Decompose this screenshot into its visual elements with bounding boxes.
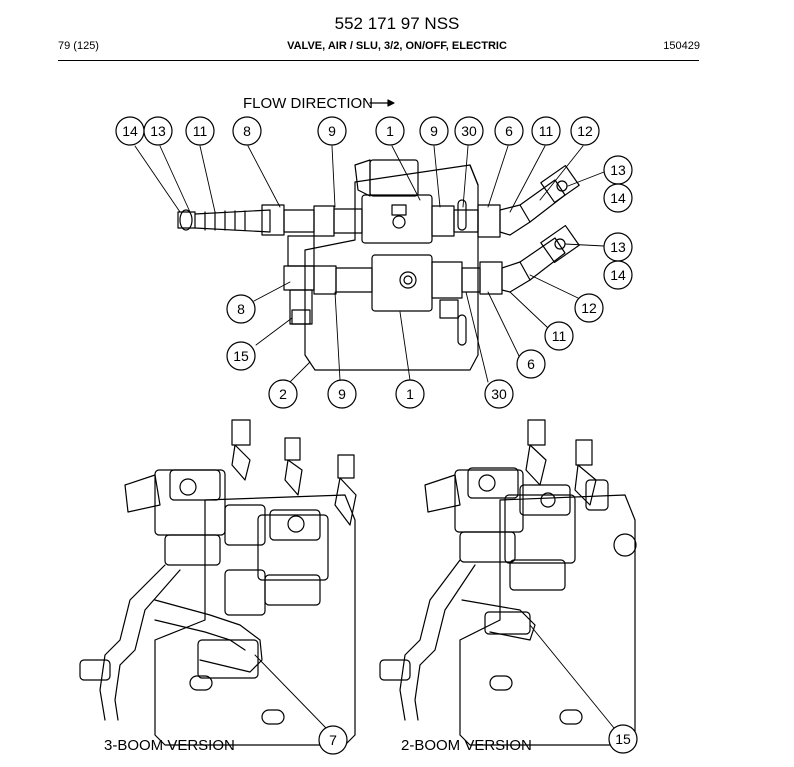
- callout-12-right: 12: [574, 293, 604, 323]
- svg-text:14: 14: [610, 190, 626, 206]
- callout-15-2-boom: 15: [608, 724, 638, 754]
- callout-15-left: 15: [226, 341, 256, 371]
- callout-14-top-left: 14: [115, 116, 145, 146]
- header-rule: [58, 60, 699, 61]
- flow-direction-arrow: [369, 99, 395, 107]
- callout-11-top-right: 11: [531, 116, 561, 146]
- svg-text:9: 9: [338, 386, 346, 402]
- svg-text:13: 13: [150, 123, 166, 139]
- callout-7-3-boom: 7: [318, 725, 348, 755]
- callout-1-top: 1: [375, 116, 405, 146]
- flow-direction-label: FLOW DIRECTION: [243, 95, 373, 112]
- svg-text:11: 11: [193, 123, 208, 139]
- leader-lines: [134, 145, 615, 729]
- callout-6-right: 6: [516, 349, 546, 379]
- top-valve-assembly: [177, 159, 580, 371]
- callout-14-right-upper: 14: [603, 183, 633, 213]
- page-number: 79 (125): [58, 40, 99, 52]
- callout-14-right-lower: 14: [603, 260, 633, 290]
- svg-text:12: 12: [581, 300, 597, 316]
- callout-13-right-lower: 13: [603, 232, 633, 262]
- document-subtitle: VALVE, AIR / SLU, 3/2, ON/OFF, ELECTRIC: [287, 40, 507, 52]
- callout-8-left: 8: [226, 294, 256, 324]
- svg-text:9: 9: [430, 123, 438, 139]
- callout-8-top: 8: [232, 116, 262, 146]
- callout-11-right: 11: [544, 321, 574, 351]
- svg-text:11: 11: [552, 328, 567, 344]
- svg-text:14: 14: [122, 123, 138, 139]
- document-code: 150429: [663, 40, 700, 52]
- svg-text:1: 1: [406, 386, 414, 402]
- svg-text:8: 8: [243, 123, 251, 139]
- svg-text:15: 15: [233, 348, 249, 364]
- svg-text:30: 30: [491, 386, 507, 402]
- svg-text:1: 1: [386, 123, 394, 139]
- svg-text:30: 30: [461, 123, 477, 139]
- callout-9-top-right: 9: [419, 116, 449, 146]
- callout-30-top: 30: [454, 116, 484, 146]
- svg-text:13: 13: [610, 162, 626, 178]
- caption-3-boom: 3-BOOM VERSION: [104, 737, 235, 754]
- svg-text:8: 8: [237, 301, 245, 317]
- svg-text:14: 14: [610, 267, 626, 283]
- svg-text:2: 2: [279, 386, 287, 402]
- callout-30-bottom: 30: [484, 379, 514, 409]
- callout-9-top-left: 9: [317, 116, 347, 146]
- svg-text:6: 6: [505, 123, 513, 139]
- svg-text:13: 13: [610, 239, 626, 255]
- callout-12-top: 12: [570, 116, 600, 146]
- callout-13-right-upper: 13: [603, 155, 633, 185]
- callout-11-top-left: 11: [185, 116, 215, 146]
- document-title: 552 171 97 NSS: [334, 14, 460, 33]
- callout-2-bottom: 2: [268, 379, 298, 409]
- svg-text:11: 11: [539, 123, 554, 139]
- two-boom-assembly: [379, 419, 637, 746]
- svg-text:12: 12: [577, 123, 593, 139]
- svg-text:6: 6: [527, 356, 535, 372]
- callout-6-top: 6: [494, 116, 524, 146]
- caption-2-boom: 2-BOOM VERSION: [401, 737, 532, 754]
- svg-text:9: 9: [328, 123, 336, 139]
- svg-text:7: 7: [329, 732, 337, 748]
- callout-1-bottom: 1: [395, 379, 425, 409]
- three-boom-assembly: [79, 419, 357, 746]
- svg-text:15: 15: [615, 731, 631, 747]
- callout-9-bottom: 9: [327, 379, 357, 409]
- callout-13-top-left: 13: [143, 116, 173, 146]
